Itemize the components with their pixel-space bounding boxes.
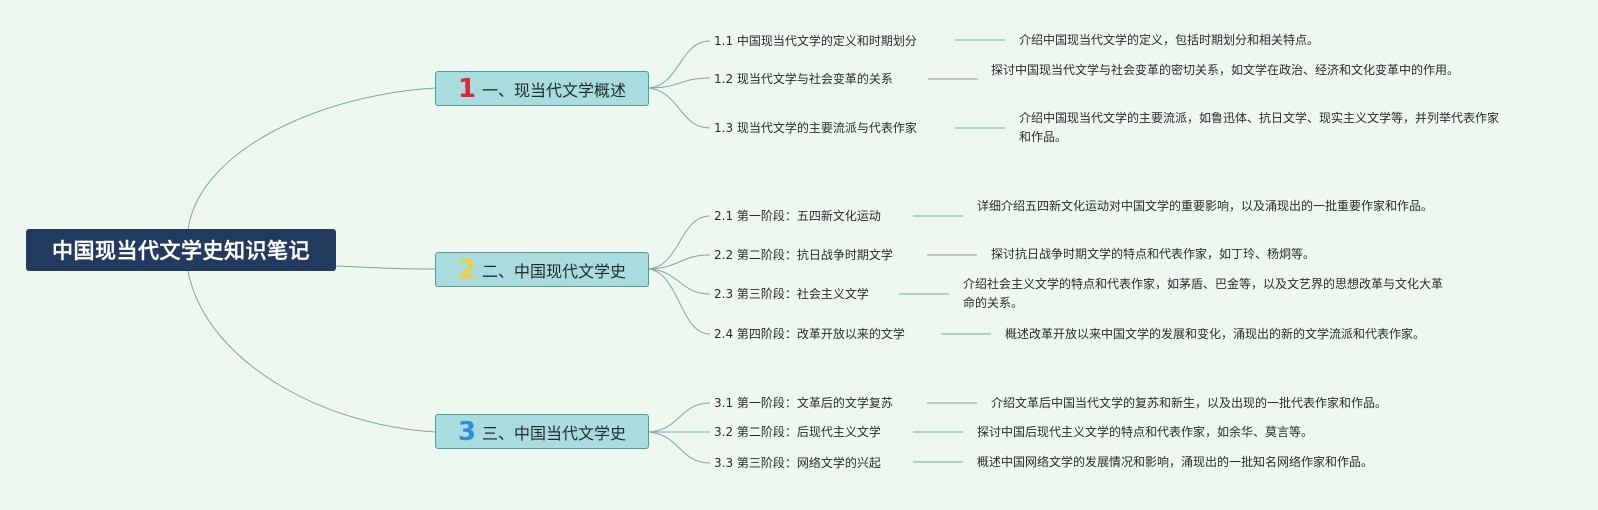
subtopic-2-1[interactable]: 2.1 第一阶段：五四新文化运动	[714, 209, 881, 223]
description-2-4[interactable]: 概述改革开放以来中国文学的发展和变化，涌现出的新的文学流派和代表作家。	[1005, 327, 1426, 341]
root-to-branch-1	[187, 87, 436, 230]
branch-3-title: 三、中国当代文学史	[482, 423, 627, 443]
branch-3-to-item-1	[648, 402, 711, 433]
subtopic-3-2[interactable]: 3.2 第二阶段：后现代主义文学	[714, 425, 881, 439]
subtopic-2-3[interactable]: 2.3 第三阶段：社会主义文学	[714, 287, 869, 301]
root-to-branch-2	[335, 265, 436, 270]
number-1-icon: 1	[457, 73, 477, 104]
branch-2-topic[interactable]: 2 二、中国现代文学史	[435, 252, 649, 287]
description-1-1[interactable]: 介绍中国现当代文学的定义，包括时期划分和相关特点。	[1019, 33, 1320, 47]
description-1-2[interactable]: 探讨中国现当代文学与社会变革的密切关系，如文学在政治、经济和文化变革中的作用。	[991, 63, 1460, 77]
subtopic-3-3[interactable]: 3.3 第三阶段：网络文学的兴起	[714, 456, 881, 470]
subtopic-3-1[interactable]: 3.1 第一阶段：文革后的文学复苏	[714, 396, 893, 410]
branch-1-to-item-3	[648, 87, 711, 129]
branch-1-to-item-1	[648, 40, 711, 89]
root-title: 中国现当代文学史知识笔记	[52, 239, 310, 263]
branch-2-to-item-4	[648, 268, 711, 335]
description-3-2[interactable]: 探讨中国后现代主义文学的特点和代表作家，如余华、莫言等。	[977, 425, 1314, 439]
description-2-2[interactable]: 探讨抗日战争时期文学的特点和代表作家，如丁玲、杨炯等。	[991, 247, 1316, 261]
branch-2-to-item-2	[648, 254, 711, 270]
subtopic-1-1[interactable]: 1.1 中国现当代文学的定义和时期划分	[714, 34, 917, 48]
description-3-1[interactable]: 介绍文革后中国当代文学的复苏和新生，以及出现的一批代表作家和作品。	[991, 396, 1388, 410]
description-2-3[interactable]: 介绍社会主义文学的特点和代表作家，如茅盾、巴金等，以及文艺界的思想改革与文化大革…	[963, 277, 1444, 310]
description-3-3[interactable]: 概述中国网络文学的发展情况和影响，涌现出的一批知名网络作家和作品。	[977, 455, 1374, 469]
subtopic-1-2[interactable]: 1.2 现当代文学与社会变革的关系	[714, 72, 893, 86]
number-2-icon: 2	[457, 254, 477, 285]
branch-3-topic[interactable]: 3 三、中国当代文学史	[435, 414, 649, 449]
branch-2-to-item-3	[648, 268, 711, 295]
branch-1-title: 一、现当代文学概述	[482, 80, 627, 100]
branch-2-title: 二、中国现代文学史	[482, 261, 627, 281]
description-2-1[interactable]: 详细介绍五四新文化运动对中国文学的重要影响，以及涌现出的一批重要作家和作品。	[977, 199, 1434, 213]
branch-2-to-item-1	[648, 215, 711, 270]
branch-1-to-item-2	[648, 77, 711, 89]
number-3-icon: 3	[457, 416, 477, 447]
subtopic-1-3[interactable]: 1.3 现当代文学的主要流派与代表作家	[714, 121, 917, 135]
branch-1-topic[interactable]: 1 一、现当代文学概述	[435, 71, 649, 106]
root-to-branch-3	[187, 270, 436, 433]
description-1-3[interactable]: 介绍中国现当代文学的主要流派，如鲁迅体、抗日文学、现实主义文学等，并列举代表作家…	[1019, 111, 1500, 144]
branch-3-to-item-3	[648, 431, 711, 464]
subtopic-2-4[interactable]: 2.4 第四阶段：改革开放以来的文学	[714, 327, 905, 341]
subtopic-2-2[interactable]: 2.2 第二阶段：抗日战争时期文学	[714, 248, 893, 262]
root-topic[interactable]: 中国现当代文学史知识笔记	[26, 229, 336, 271]
